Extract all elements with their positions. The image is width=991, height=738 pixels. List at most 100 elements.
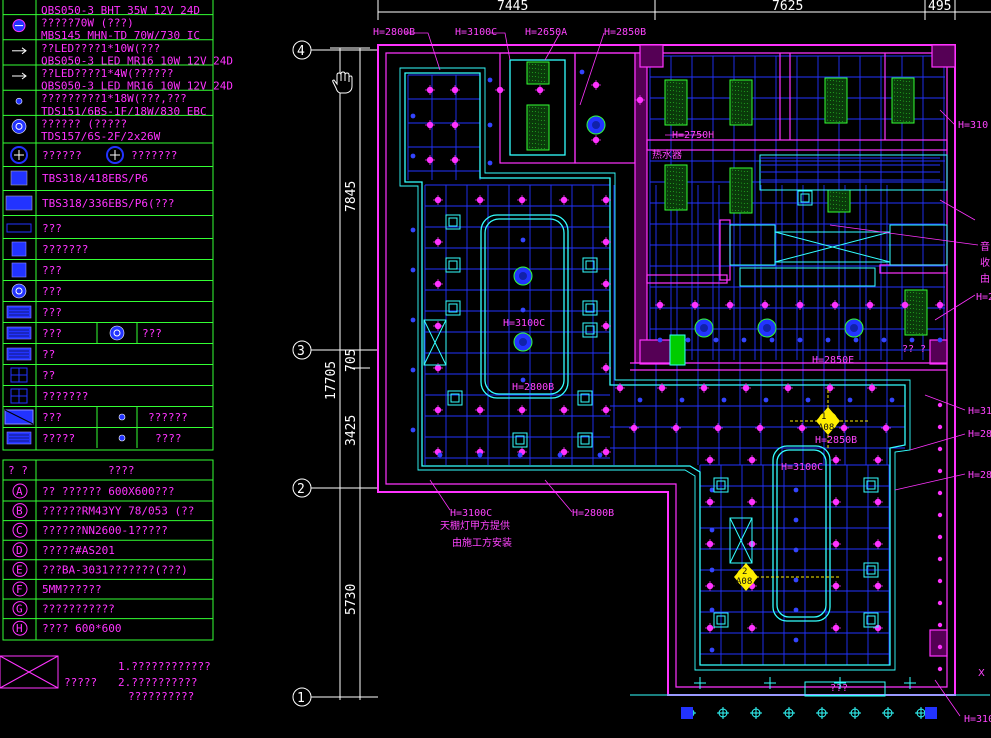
- diffuser-panel: [729, 79, 753, 126]
- downlight-fixture: [747, 497, 757, 507]
- downlight-fixture: [601, 363, 611, 373]
- downlight-fixture: [601, 237, 611, 247]
- downlight-fixture: [601, 195, 611, 205]
- spot-fixture: [709, 607, 715, 613]
- air-vent: [577, 432, 593, 448]
- downlight-fixture: [937, 644, 943, 650]
- downlight-fixture: [873, 623, 883, 633]
- material-desc: ??????RM43YY 78/053 (??: [42, 505, 194, 518]
- air-vent: [863, 562, 879, 578]
- label-note-install: 由施工方安装: [452, 536, 512, 549]
- downlight-fixture: [830, 300, 840, 310]
- legend-row-lr3: ???: [6, 222, 62, 235]
- legend-text: TDS157/6S-2F/2x26W: [41, 130, 161, 143]
- material-desc: ?? ?????? 600X600???: [42, 485, 174, 498]
- downlight-fixture: [450, 155, 460, 165]
- legend-row-lr6: ???: [11, 283, 62, 299]
- downlight-fixture: [831, 581, 841, 591]
- legend-text: ??LED????1*10W(???: [41, 42, 160, 55]
- downlight-fixture: [881, 423, 891, 433]
- smoke-detector-icon: [118, 413, 126, 421]
- downlight-fixture: [705, 455, 715, 465]
- spot-fixture: [410, 227, 416, 233]
- spot-fixture: [410, 267, 416, 273]
- spot-fixture: [487, 77, 493, 83]
- bars-icon: [6, 431, 32, 445]
- downlight-fixture: [559, 447, 569, 457]
- air-vent: [863, 612, 879, 628]
- downlight-fixture: [517, 405, 527, 415]
- spot-fixture: [520, 377, 526, 383]
- ceiling-label-c1: H=3100C: [455, 27, 497, 38]
- spot-fixture: [793, 577, 799, 583]
- legend-text: ???: [42, 285, 62, 298]
- material-desc: ???BA-3031???????(???): [42, 563, 188, 576]
- dim-left-2: 705: [344, 349, 359, 372]
- downlight-fixture: [475, 195, 485, 205]
- downlight-fixture: [705, 539, 715, 549]
- downlight-fixture: [937, 446, 943, 452]
- air-vent: [582, 300, 598, 316]
- ceiling-label-b1: H=2800B: [373, 27, 415, 38]
- air-vent: [681, 707, 693, 719]
- pan-hand-cursor-icon[interactable]: [332, 71, 353, 94]
- downlight-fixture: [873, 539, 883, 549]
- downlight-fixture: [747, 455, 757, 465]
- legend-row-lr11: ???????: [10, 388, 88, 404]
- downlight-fixture: [601, 405, 611, 415]
- axis-3-label: 3: [297, 344, 305, 359]
- legend-row-lt5b: TDS157/6S-2F/2x26W: [41, 130, 161, 143]
- ceiling-label-b5: H=2800B: [572, 508, 614, 519]
- panel-icon: [4, 409, 34, 425]
- air-vent: [863, 477, 879, 493]
- notes-line3: ??????????: [128, 690, 194, 703]
- legend-text: ??LED????1*4W(??????: [41, 67, 173, 80]
- downlight-fixture: [937, 490, 943, 496]
- downlight-fixture: [741, 383, 751, 393]
- label-right-cnx: X: [978, 668, 985, 679]
- downlight-fixture: [535, 85, 545, 95]
- notes-box-label: ?????: [64, 676, 97, 689]
- downlight-fixture: [873, 581, 883, 591]
- legend-text: QBS050-3 LED MR16 10W 12V 24D: [41, 54, 233, 67]
- spot-fixture: [410, 153, 416, 159]
- materials-col2-header: ????: [108, 464, 135, 477]
- air-vent: [713, 477, 729, 493]
- downlight-fixture: [433, 321, 443, 331]
- section-marker-1[interactable]: [790, 390, 870, 450]
- spot-fixture: [597, 452, 603, 458]
- dim-left-total: 17705: [324, 361, 339, 400]
- downlight-fixture: [475, 405, 485, 415]
- downlight-fixture: [882, 707, 894, 719]
- air-vent: [582, 257, 598, 273]
- spot-fixture: [477, 452, 483, 458]
- spot-fixture: [487, 160, 493, 166]
- downlight-fixture: [495, 85, 505, 95]
- downlight-fixture: [671, 423, 681, 433]
- bars-icon: [6, 326, 32, 340]
- material-row-e: E???BA-3031???????(???): [12, 561, 188, 577]
- legend-row-lr5: ???: [11, 262, 62, 278]
- downlight-fixture: [425, 120, 435, 130]
- downlight-fixture: [450, 85, 460, 95]
- spot-fixture: [517, 452, 523, 458]
- dim-left-1: 7845: [344, 181, 359, 212]
- downlight-fixture: [937, 556, 943, 562]
- air-vent: [445, 257, 461, 273]
- diffuser-panel: [729, 167, 753, 214]
- legend-row-lt1b: MBS145 MHN-TD 70W/730 IC: [41, 29, 200, 42]
- material-row-h: H???? 600*600: [12, 620, 121, 636]
- label-right-cn3: 由: [980, 272, 990, 285]
- axis-4-label: 4: [297, 44, 305, 59]
- downlight-fixture: [694, 677, 706, 689]
- linear-icon: [6, 223, 32, 233]
- legend-row-lr2: TBS318/336EBS/P6(???: [5, 195, 174, 211]
- section-marker-2[interactable]: [734, 563, 840, 591]
- legend-row-lt5: ?????? (?????: [11, 117, 127, 134]
- legend-text-secondary: ??????: [148, 411, 188, 424]
- air-vent: [797, 190, 813, 206]
- legend-text: QBS050-3 LED MR16 10W 12V 24D: [41, 80, 233, 93]
- downlight-fixture: [937, 534, 943, 540]
- downlight-fixture: [433, 195, 443, 205]
